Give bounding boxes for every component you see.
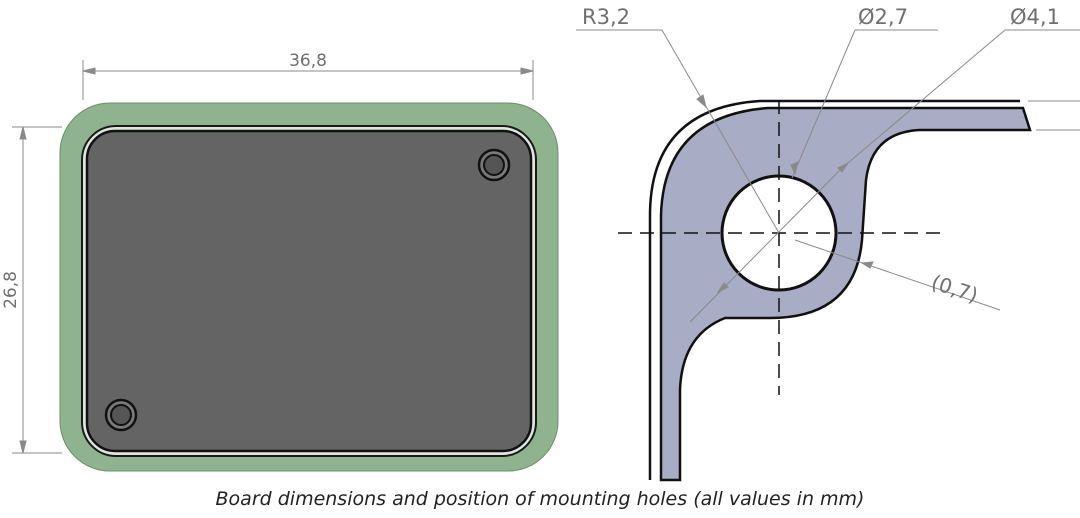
- width-dimension: [82, 60, 534, 100]
- radius-label: R3,2: [582, 5, 630, 29]
- mounting-hole-top-right: [477, 148, 511, 182]
- board-body: [85, 129, 533, 453]
- hole-detail-view: [576, 29, 1080, 482]
- height-label: 26,8: [1, 271, 21, 309]
- height-dimension: [12, 126, 62, 454]
- board-view: [12, 60, 559, 472]
- width-label: 36,8: [289, 51, 327, 71]
- figure-caption: Board dimensions and position of mountin…: [215, 488, 865, 510]
- clearance-label: (0,7): [928, 270, 981, 307]
- mounting-hole-bottom-left: [104, 398, 138, 432]
- hole-diameter-label: Ø2,7: [858, 5, 908, 29]
- pad-diameter-label: Ø4,1: [1010, 5, 1060, 29]
- leader-lines: [576, 29, 1080, 323]
- detail-outer-edge: [648, 99, 1020, 480]
